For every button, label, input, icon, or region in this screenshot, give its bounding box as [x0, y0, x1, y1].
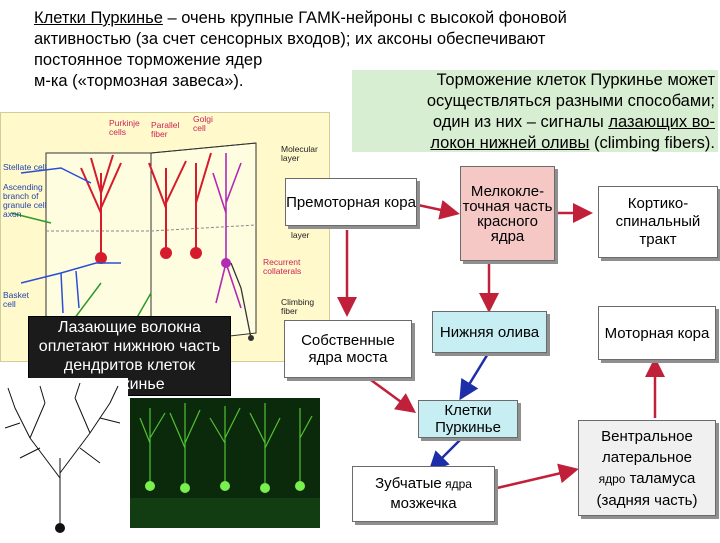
node-dentate-line1: Зубчатые: [375, 475, 442, 492]
node-pontine-nuclei: Собственные ядра моста: [284, 320, 412, 378]
node-motor-cortex: Моторная кора: [598, 306, 716, 360]
label-molecular: Molecular layer: [281, 144, 318, 163]
purkinje-term: Клетки Пуркинье: [34, 9, 163, 27]
intro-line2: активностью (за счет сенсорных входов); …: [34, 30, 546, 48]
node-inferior-olive: Нижняя олива: [432, 311, 547, 353]
node-dentate-line2: мозжечка: [390, 495, 457, 512]
node-thalamus-line2a: ядро: [598, 471, 626, 486]
fluorescence-micrograph: [130, 398, 320, 528]
node-thalamus-line1: Вентральное латеральное: [601, 427, 693, 466]
inhibition-line2: осуществляться разными способами;: [426, 92, 715, 110]
node-thalamus: Вентральное латеральное ядро таламуса (з…: [578, 420, 716, 516]
label-layer: layer: [291, 230, 310, 240]
arrow-olive-to-purkinje: [459, 351, 491, 401]
climbing-fiber-caption-text: Лазающие волокна оплетают нижнюю часть д…: [38, 319, 221, 393]
intro-line4: м-ка («тормозная завеса»).: [34, 72, 244, 90]
node-premotor-label: Премоторная кора: [286, 193, 416, 211]
inhibition-line1: Торможение клеток Пуркинье может: [436, 71, 715, 89]
intro-paragraph: Клетки Пуркинье – очень крупные ГАМК-ней…: [34, 8, 714, 92]
node-pons-label: Собственные ядра моста: [301, 332, 395, 366]
label-parallel: Parallel fiber: [151, 120, 180, 139]
label-purkinje: Purkinje cells: [109, 118, 140, 137]
node-thalamus-line3: (задняя часть): [596, 491, 698, 509]
cortex-drawing: [10, 142, 257, 346]
node-premotor-cortex: Премоторная кора: [285, 178, 417, 226]
inhibition-line3: один из них – сигналы: [432, 113, 609, 131]
node-red-nucleus: Мелкокле-точная часть красного ядра: [460, 166, 555, 261]
climbing-term-a: лазающих во-: [608, 113, 715, 131]
arrow-pons-to-purkinje: [359, 370, 417, 413]
node-purkinje-cells: Клетки Пуркинье: [418, 400, 518, 438]
label-ascending: Ascending branch of granule cell axon: [3, 182, 47, 219]
node-red-nucleus-label: Мелкокле-точная часть красного ядра: [462, 182, 553, 245]
purkinje-neuron-svg: [4, 382, 121, 533]
micrograph-svg: [130, 403, 320, 528]
intro-line1: – очень крупные ГАМК-нейроны с высокой ф…: [162, 9, 567, 27]
inhibition-paragraph: Торможение клеток Пуркинье может осущест…: [300, 70, 715, 154]
label-recurrent: Recurrent collaterals: [263, 257, 302, 276]
node-corticospinal-label: Кортико-спинальный тракт: [615, 195, 701, 248]
arrow-premotor-to-rednucleus: [417, 200, 460, 220]
node-olive-label: Нижняя олива: [439, 323, 540, 341]
label-stellate: Stellate cell: [3, 162, 47, 172]
node-thalamus-line2b: таламуса: [625, 469, 696, 487]
arrow-purkinje-to-dentate: [428, 437, 463, 472]
node-purkinje-label: Клетки Пуркинье: [435, 402, 501, 436]
label-basket: Basket cell: [3, 290, 29, 309]
purkinje-drawing: [0, 378, 128, 538]
inhibition-line4: (climbing fibers).: [589, 134, 715, 152]
label-golgi: Golgi cell: [193, 114, 213, 133]
right-text-panel: [352, 70, 718, 152]
node-corticospinal-tract: Кортико-спинальный тракт: [598, 186, 718, 258]
node-dentate-nucleus: Зубчатые ядра мозжечка: [352, 466, 495, 522]
label-climbing: Climbing fiber: [281, 297, 315, 316]
arrow-dentate-to-thalamus: [496, 463, 579, 490]
intro-line3: постоянное торможение ядер: [34, 51, 263, 69]
climbing-fiber-caption: Лазающие волокна оплетают нижнюю часть д…: [28, 316, 231, 396]
climbing-term-b: локон нижней оливы: [430, 134, 590, 152]
node-dentate-line1b: ядра: [441, 477, 472, 491]
node-motor-cortex-label: Моторная кора: [604, 324, 710, 342]
